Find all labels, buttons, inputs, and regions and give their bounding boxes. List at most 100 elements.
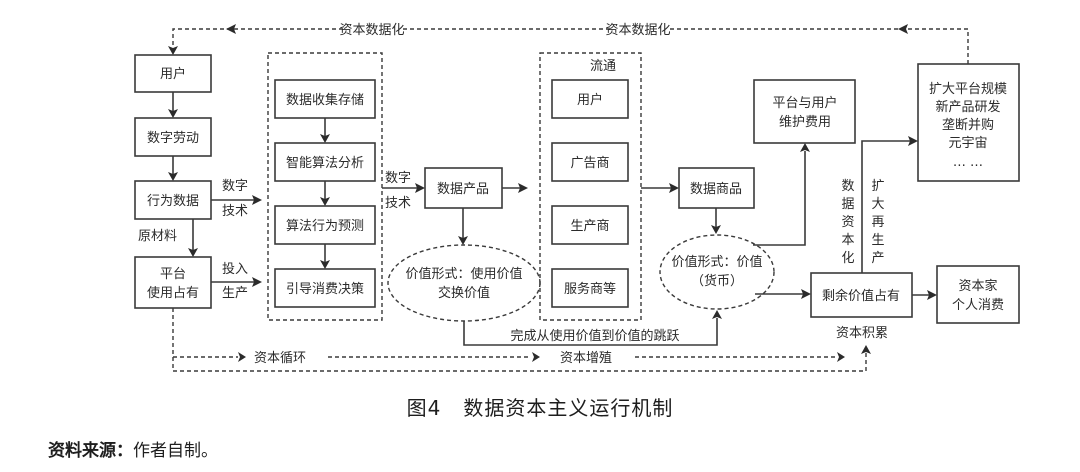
figure-caption: 图4 数据资本主义运行机制 <box>0 392 1080 421</box>
node-guide-consume <box>274 268 376 308</box>
label-capital-datafication-left: 资本数据化 <box>339 23 404 38</box>
datafication-line-left <box>172 28 343 50</box>
node-guide-consume-label: 引导消费决策 <box>286 281 364 297</box>
node-circ-advertiser <box>551 142 629 182</box>
capital-cycle-loop: 资本循环 资本增殖 <box>172 308 871 372</box>
value-form-ellipse-2 <box>659 234 775 310</box>
label-input-prod-b: 生产 <box>222 286 248 301</box>
arrow-down-icon <box>168 109 178 118</box>
node-user <box>134 54 212 93</box>
circulation-block: 流通 用户 广告商 生产商 服务商等 <box>539 52 642 321</box>
capital-datafication-loop: 资本数据化 资本数据化 <box>168 20 969 64</box>
label-capital-datafication-right: 资本数据化 <box>605 23 670 38</box>
figure-number: 图4 <box>406 396 442 420</box>
arrow-right-icon <box>927 290 937 300</box>
arrow-left-icon <box>898 24 908 34</box>
source-note: 资料来源：作者自制。 <box>48 436 218 461</box>
arrow-right-icon <box>238 352 246 362</box>
label-input-prod-a: 投入 <box>222 261 248 277</box>
node-capitalist-label-1: 资本家 <box>958 278 997 294</box>
node-surplus-label: 剩余价值占有 <box>822 288 900 304</box>
arrow-right-icon <box>252 277 262 287</box>
node-expansion-label-5: … … <box>953 155 983 170</box>
node-surplus <box>810 272 913 318</box>
label-raw-material: 原材料 <box>138 229 177 244</box>
node-behavior-data-label: 行为数据 <box>147 194 199 209</box>
arrow-up-icon <box>712 310 722 319</box>
arrow-right-icon <box>532 352 540 362</box>
node-data-product <box>424 167 503 209</box>
source-label: 资料来源： <box>48 441 133 461</box>
expanded-reproduction-char: 再 <box>871 215 884 230</box>
arrow-down-icon <box>320 260 330 269</box>
left-column: 用户 数字劳动 行为数据 原材料 平台 使用占有 数字 技术 投入 生产 <box>134 54 262 309</box>
label-capital-cycle: 资本循环 <box>254 351 306 366</box>
node-smart-analysis <box>274 142 376 182</box>
node-circ-producer <box>551 205 629 245</box>
node-collect-store-label: 数据收集存储 <box>286 92 364 108</box>
node-platform-use-label-1: 平台 <box>160 267 186 282</box>
figure-title: 数据资本主义运行机制 <box>463 396 674 420</box>
node-behavior-data <box>134 180 212 220</box>
arrow-right-icon <box>908 136 918 146</box>
arrow-down-icon <box>320 197 330 206</box>
arrow-down-icon <box>168 172 178 181</box>
circulation-title: 流通 <box>590 59 616 74</box>
arrow-right-icon <box>669 183 679 193</box>
expanded-reproduction-char: 产 <box>871 251 884 266</box>
node-maintenance-label-1: 平台与用户 <box>772 95 837 111</box>
data-goods-section: 数据商品 价值形式：价值 （货币） <box>641 143 811 310</box>
data-capitalization-char: 本 <box>841 233 854 248</box>
value-form-2-line2: （货币） <box>691 273 743 289</box>
expanded-reproduction-char: 大 <box>871 197 884 212</box>
node-digital-labor <box>134 117 212 157</box>
arrow-down-icon <box>188 248 198 257</box>
datafication-line-right <box>665 28 969 64</box>
data-product-section: 数字 技术 数据产品 价值形式：使用价值 交换价值 完成从使用价值到价值的跳跃 <box>382 167 722 346</box>
right-section: 平台与用户 维护费用 扩大平台规模 新产品研发 垄断并购 元宇宙 … … 数据资… <box>753 63 1020 341</box>
flow-diagram: 资本数据化 资本数据化 用户 数字劳动 行为数据 原材料 平台 使用占有 数字 … <box>134 20 1020 372</box>
arrow-down-icon <box>711 225 721 234</box>
label-digital-tech-2b: 技术 <box>385 196 411 211</box>
node-capitalist <box>936 265 1020 324</box>
node-expansion-label-2: 新产品研发 <box>935 99 1000 115</box>
arrow-right-icon <box>801 289 811 299</box>
arrow-right-icon <box>415 183 425 193</box>
arrow-up-icon <box>861 345 871 354</box>
data-capitalization-char: 据 <box>841 197 854 212</box>
node-expansion-label-4: 元宇宙 <box>948 136 987 151</box>
node-platform-use-label-2: 使用占有 <box>147 285 199 301</box>
circulation-group-frame <box>539 52 642 321</box>
bottom-outer-dashed-line <box>172 308 867 372</box>
label-capital-increment: 资本增殖 <box>560 350 612 366</box>
label-capital-accumulation: 资本积累 <box>836 326 888 341</box>
node-circ-service <box>551 268 629 308</box>
node-expansion-label-1: 扩大平台规模 <box>929 82 1007 97</box>
expanded-reproduction-char: 生 <box>871 233 884 248</box>
arrow-down-icon <box>168 46 178 55</box>
value-form-1-line1: 价值形式：使用价值 <box>405 266 522 282</box>
node-circ-user-label: 用户 <box>577 92 603 108</box>
node-behavior-predict-label: 算法行为预测 <box>286 219 364 234</box>
data-capitalization-char: 数 <box>841 179 854 194</box>
arrow-right-icon <box>837 352 845 362</box>
source-text: 作者自制。 <box>133 441 218 461</box>
node-behavior-predict <box>274 205 376 245</box>
value-form-ellipse-1 <box>387 244 541 322</box>
node-maintenance-label-2: 维护费用 <box>779 115 831 130</box>
label-digital-tech-2a: 数字 <box>385 171 411 186</box>
expanded-reproduction-char: 扩 <box>871 179 884 194</box>
arrow-down-icon <box>458 236 468 245</box>
arrow-up-icon <box>800 143 810 152</box>
node-maintenance <box>753 79 856 144</box>
node-expansion <box>917 63 1020 182</box>
algorithm-block: 数据收集存储 智能算法分析 算法行为预测 引导消费决策 <box>267 52 383 321</box>
arrow-down-icon <box>320 134 330 143</box>
algorithm-group-frame <box>267 52 383 321</box>
node-user-label: 用户 <box>160 66 186 82</box>
node-circ-service-label: 服务商等 <box>564 281 616 297</box>
arrow-left-icon <box>226 24 236 34</box>
label-digital-tech-1a: 数字 <box>222 179 248 194</box>
value-form-2-line1: 价值形式：价值 <box>671 254 762 270</box>
